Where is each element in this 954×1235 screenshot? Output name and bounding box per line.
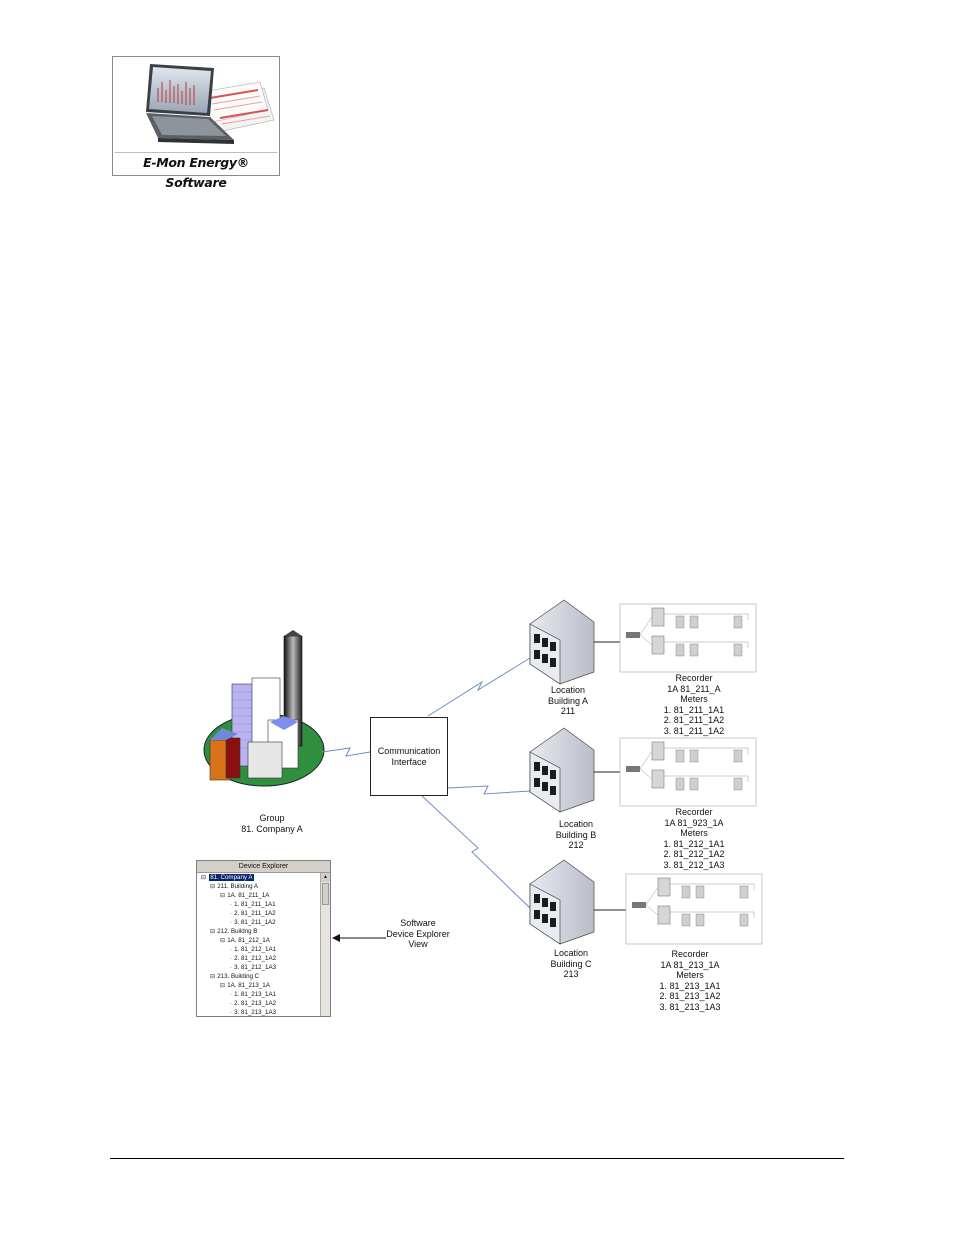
tree-expander-icon[interactable]: ⊟: [201, 874, 207, 881]
tree-item-label: 2. 81_213_1A2: [234, 1000, 277, 1007]
footer-rule: [110, 1158, 844, 1159]
tree-expander-icon[interactable]: ⊟: [220, 982, 226, 989]
recorder-label-c: Recorder 1A 81_213_1A Meters 1. 81_213_1…: [659, 949, 721, 1012]
device-explorer-title: Device Explorer: [197, 861, 330, 873]
tree-expander-icon[interactable]: ·: [230, 1009, 233, 1016]
tree-expander-icon[interactable]: ·: [230, 964, 233, 971]
logo-caption: E-Mon Energy® Software: [115, 152, 277, 190]
tree-item[interactable]: ·1. 81_211_1A1: [230, 901, 276, 909]
tree-expander-icon[interactable]: ⊟: [210, 928, 216, 935]
tree-expander-icon[interactable]: ·: [230, 946, 233, 953]
tree-item-label: 3. 81_212_1A3: [234, 964, 277, 971]
tree-item[interactable]: ·1. 81_213_1A1: [230, 991, 276, 999]
tree-item-label: 1A. 81_213_1A: [227, 982, 270, 989]
tree-item-label: 3. 81_213_1A3: [234, 1009, 277, 1016]
tree-item-label: 3. 81_211_1A2: [234, 919, 276, 926]
tree-item-label: 1. 81_211_1A1: [234, 901, 276, 908]
tree-item[interactable]: ·3. 81_212_1A3: [230, 964, 276, 972]
tree-item-label: 212. Buildng B: [217, 928, 258, 935]
building-a-icon: [529, 599, 595, 685]
tree-expander-icon[interactable]: ⊟: [210, 973, 216, 980]
tree-item-label: 211. Building A: [217, 883, 259, 890]
building-b-icon: [529, 727, 595, 813]
tree-expander-icon[interactable]: ·: [230, 955, 233, 962]
tree-expander-icon[interactable]: ⊟: [220, 937, 226, 944]
recorder-label-a: Recorder 1A 81_211_A Meters 1. 81_211_1A…: [663, 673, 725, 736]
software-view-label: Software Device Explorer View: [386, 918, 450, 949]
tree-item-label: 213. Building C: [217, 973, 260, 980]
recorder-panel-a-icon: [619, 603, 757, 673]
tree-item[interactable]: ·2. 81_211_1A2: [230, 910, 276, 918]
product-logo: E-Mon Energy® Software: [112, 56, 280, 190]
company-city-icon: [203, 630, 325, 787]
tree-item[interactable]: ⊟81. Company A: [200, 874, 254, 882]
tree-item[interactable]: ⊟211. Building A: [210, 883, 258, 891]
recorder-panel-c-icon: [625, 873, 763, 945]
tree-expander-icon[interactable]: ⊟: [210, 883, 216, 890]
wireless-link-icon: [321, 657, 531, 909]
tree-item-label: 1A. 81_212_1A: [227, 937, 270, 944]
recorder-label-b: Recorder 1A 81_923_1A Meters 1. 81_212_1…: [663, 807, 725, 870]
recorder-panel-b-icon: [619, 737, 757, 807]
tree-expander-icon[interactable]: ·: [230, 901, 233, 908]
tree-item[interactable]: ·1. 81_212_1A1: [230, 946, 276, 954]
scroll-up-icon[interactable]: ▲: [321, 873, 330, 882]
location-label-b: Location Building B 212: [555, 819, 597, 850]
tree-item[interactable]: ·2. 81_212_1A2: [230, 955, 276, 963]
tree-item-label: 81. Company A: [209, 874, 254, 881]
arrow-icon: [332, 934, 386, 942]
tree-expander-icon[interactable]: ·: [230, 1000, 233, 1007]
tree-expander-icon[interactable]: ·: [230, 910, 233, 917]
communication-interface-box: Communication Interface: [370, 717, 448, 796]
building-c-icon: [529, 859, 595, 945]
tree-item[interactable]: ⊟1A. 81_211_1A: [220, 892, 269, 900]
tree-item[interactable]: ⊟1A. 81_213_1A: [220, 982, 270, 990]
location-label-a: Location Building A 211: [547, 685, 589, 716]
tree-item[interactable]: ⊟213. Building C: [210, 973, 259, 981]
tree-item-label: 1. 81_213_1A1: [234, 991, 277, 998]
tree-item[interactable]: ·3. 81_213_1A3: [230, 1009, 277, 1016]
tree-expander-icon[interactable]: ⊟: [220, 892, 226, 899]
tree-expander-icon[interactable]: ·: [230, 919, 233, 926]
tree-item-label: 2. 81_211_1A2: [234, 910, 276, 917]
tree-item-label: 1A. 81_211_1A: [227, 892, 270, 899]
tree-expander-icon[interactable]: ·: [230, 991, 233, 998]
scroll-thumb[interactable]: [322, 883, 329, 905]
tree-item-label: 2. 81_212_1A2: [234, 955, 277, 962]
tree-item-label: 1. 81_212_1A1: [234, 946, 277, 953]
tree-item[interactable]: ⊟212. Buildng B: [210, 928, 257, 936]
location-label-c: Location Building C 213: [550, 948, 592, 979]
tree-scrollbar[interactable]: ▲: [320, 873, 330, 1016]
tree-item[interactable]: ⊟1A. 81_212_1A: [220, 937, 270, 945]
group-label: Group 81. Company A: [241, 813, 303, 834]
laptop-icon: [114, 58, 278, 154]
tree-item[interactable]: ·3. 81_211_1A2: [230, 919, 276, 927]
tree-item[interactable]: ·2. 81_213_1A2: [230, 1000, 276, 1008]
device-explorer-panel: Device Explorer ⊟81. Company A⊟211. Buil…: [196, 860, 331, 1017]
